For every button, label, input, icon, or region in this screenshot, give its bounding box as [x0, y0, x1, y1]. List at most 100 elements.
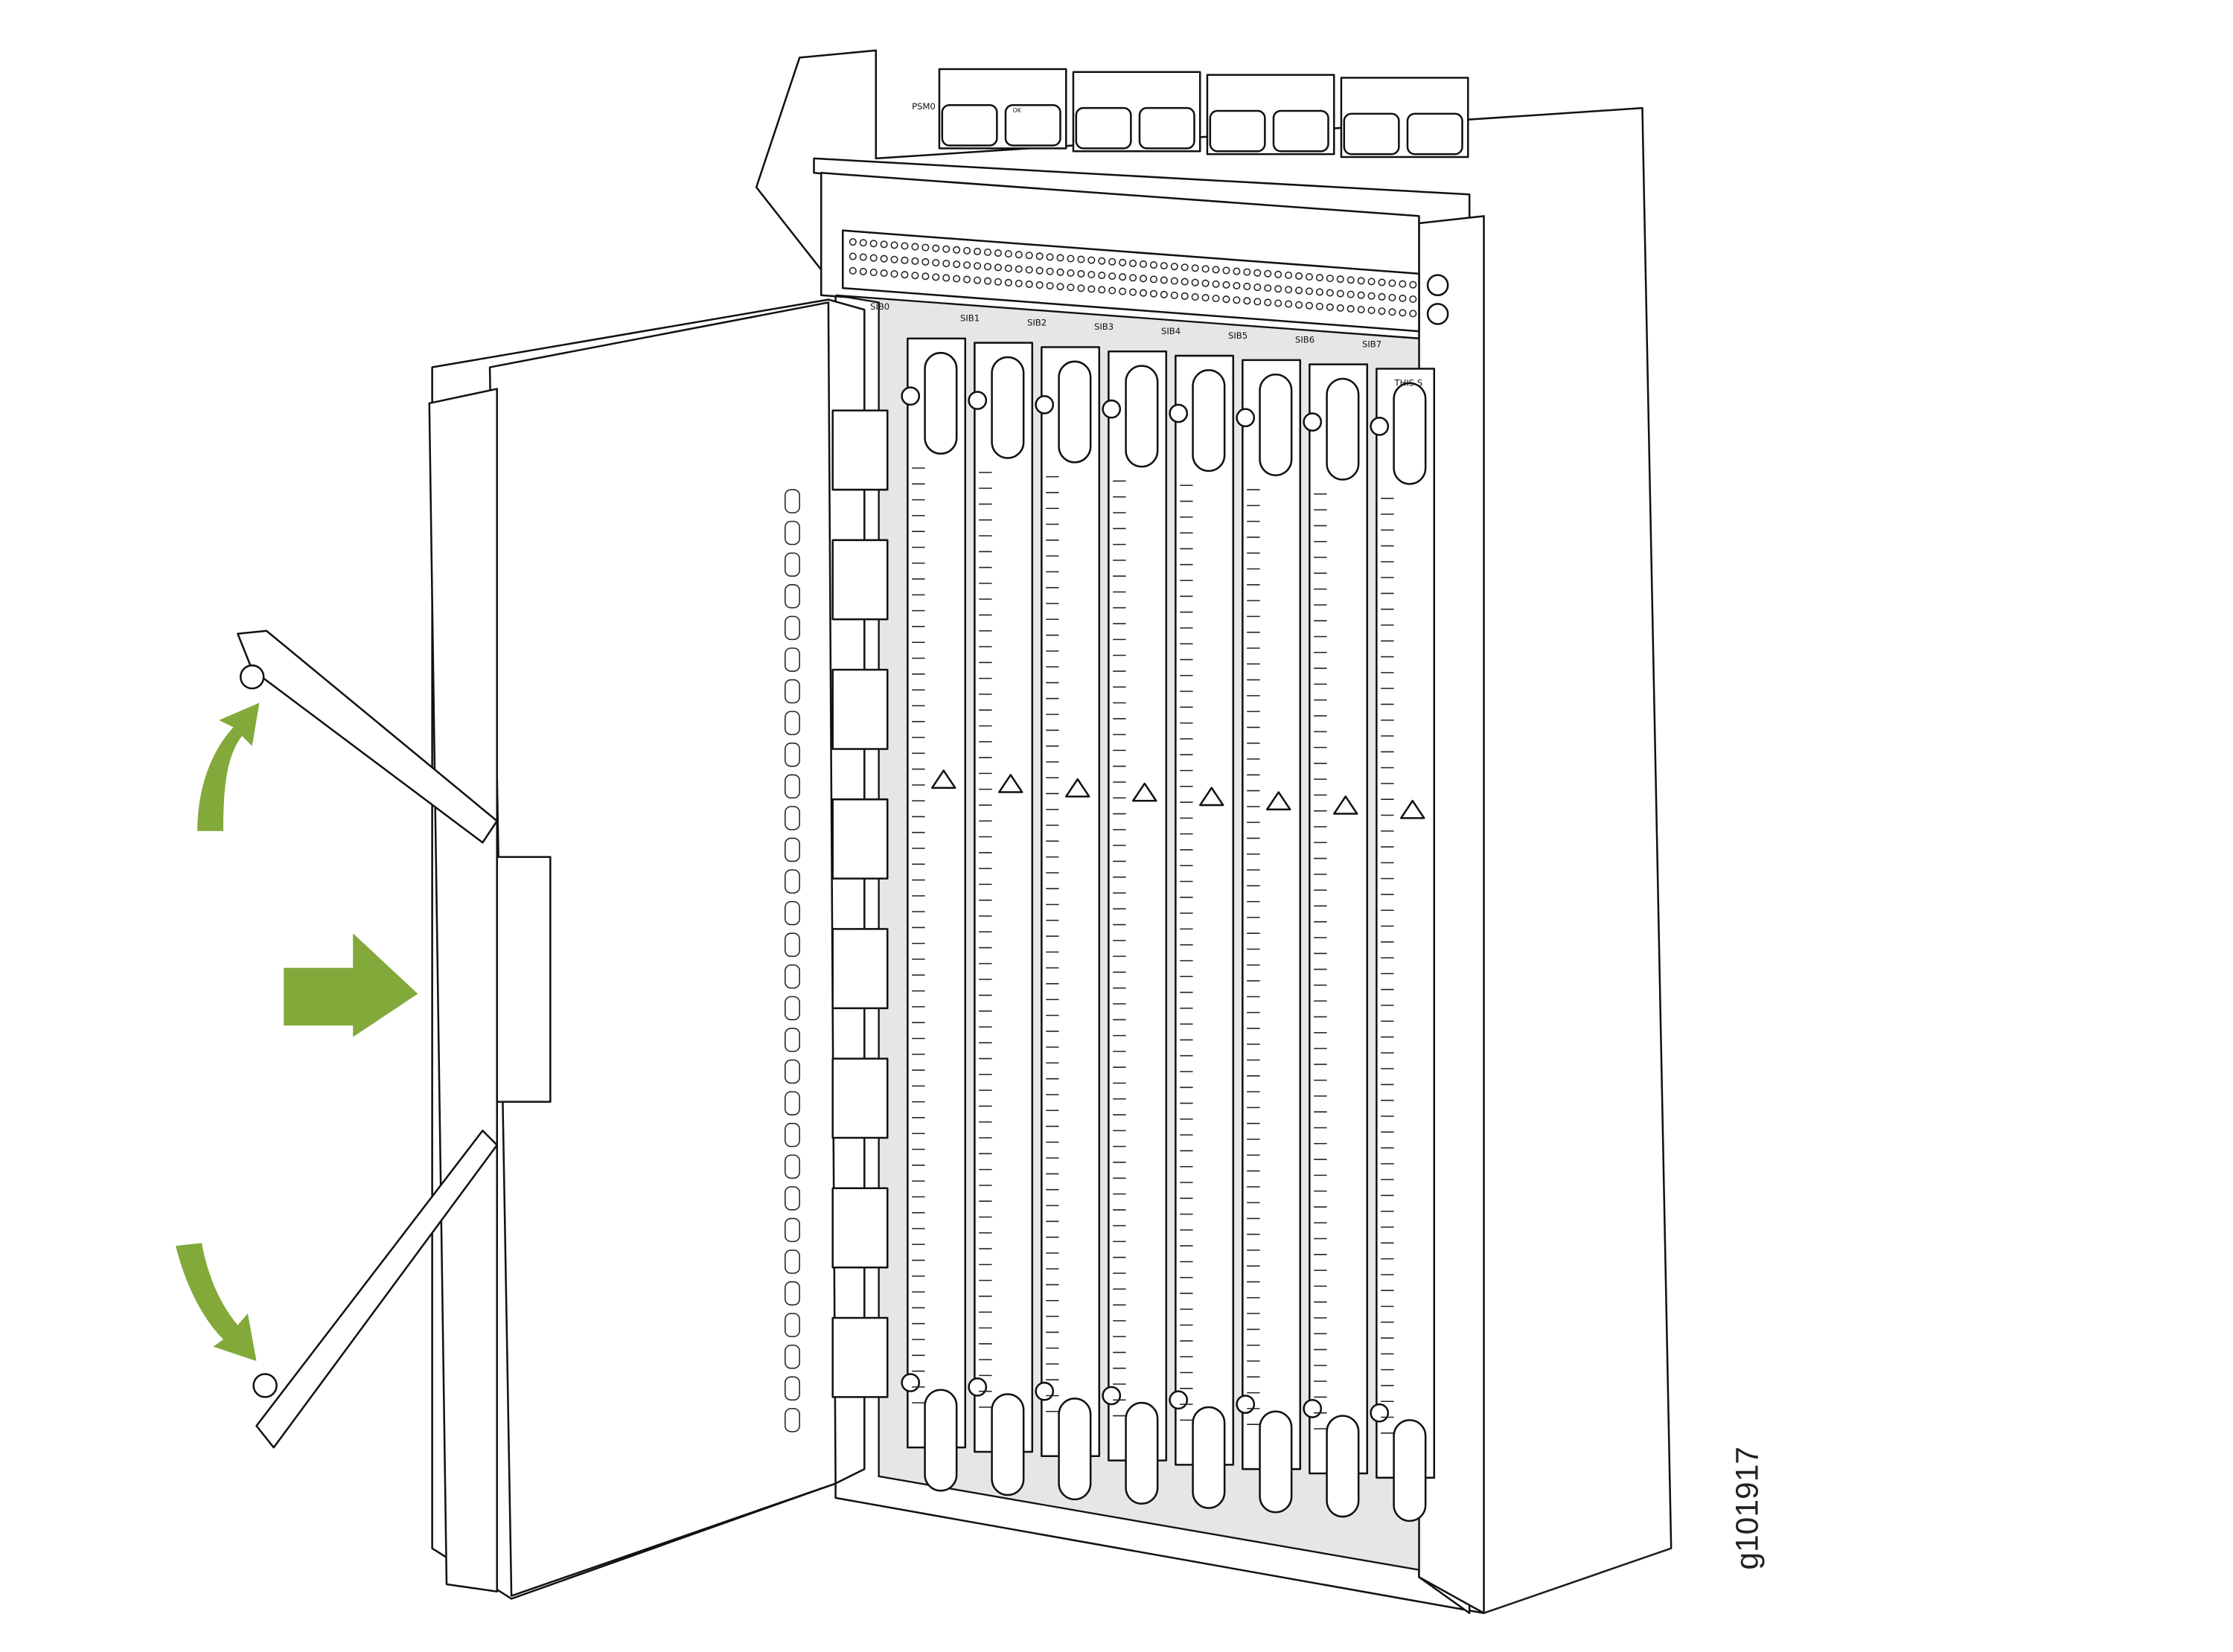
vent-hole — [1056, 283, 1064, 291]
captive-screw-icon[interactable] — [1236, 408, 1256, 428]
card-vent-slot — [785, 1028, 800, 1052]
captive-screw-icon[interactable] — [968, 391, 988, 410]
card-vent-slot — [785, 742, 800, 767]
vent-hole — [911, 257, 919, 265]
power-inlet-icon — [1272, 109, 1329, 153]
vent-hole — [1191, 264, 1199, 272]
sib-slot-card — [1175, 354, 1235, 1466]
vent-hole — [953, 246, 961, 254]
card-vent-slot — [785, 806, 800, 830]
sib-slot-label: SIB0 — [870, 301, 889, 312]
card-vent-slot — [785, 1376, 800, 1401]
captive-screw-icon[interactable] — [1303, 412, 1323, 432]
vent-hole — [1346, 276, 1355, 284]
vent-hole — [1294, 286, 1303, 295]
ejector-handle[interactable] — [1259, 1410, 1293, 1514]
vent-hole — [901, 256, 909, 264]
captive-screw-icon[interactable] — [1236, 1395, 1256, 1414]
ejector-handle[interactable] — [1393, 382, 1427, 485]
warning-triangle-icon — [1132, 782, 1157, 802]
vent-hole — [1119, 273, 1127, 281]
vent-hole — [994, 278, 1002, 286]
vent-hole — [1315, 302, 1323, 310]
card-vent-slot — [785, 996, 800, 1021]
vent-hole — [869, 268, 878, 277]
vent-hole — [953, 260, 961, 269]
vent-hole — [921, 243, 930, 252]
captive-screw-icon[interactable] — [1370, 1403, 1390, 1423]
sib-slot-label: SIB7 — [1362, 339, 1381, 349]
vent-hole — [1149, 275, 1157, 284]
sib-slot-card — [1376, 368, 1436, 1479]
captive-screw-icon[interactable] — [252, 1373, 278, 1398]
ejector-handle[interactable] — [924, 351, 958, 455]
vent-hole — [1253, 269, 1262, 277]
ejector-handle[interactable] — [1393, 1419, 1427, 1523]
vent-hole — [1025, 266, 1033, 274]
vent-hole — [1160, 262, 1168, 270]
captive-screw-icon[interactable] — [1370, 417, 1390, 436]
lower-ejector-lever[interactable] — [255, 1130, 498, 1449]
captive-screw-icon[interactable] — [901, 1373, 921, 1392]
ejector-handle[interactable] — [924, 1389, 958, 1492]
captive-screw-icon[interactable] — [1035, 1381, 1055, 1401]
vent-hole — [942, 274, 951, 282]
card-vent-slot — [785, 615, 800, 641]
vent-hole — [1046, 267, 1054, 275]
ejector-handle[interactable] — [1192, 1406, 1226, 1509]
vent-hole — [1139, 260, 1148, 268]
captive-screw-icon[interactable] — [1303, 1399, 1323, 1418]
ejector-handle[interactable] — [1058, 360, 1092, 464]
card-vents — [785, 489, 800, 1432]
vent-hole — [1253, 284, 1262, 292]
warning-triangle-icon — [931, 769, 956, 789]
captive-screw-icon[interactable] — [1102, 1386, 1122, 1406]
vent-hole — [1305, 301, 1313, 310]
vent-hole — [1294, 301, 1303, 309]
ejector-handle[interactable] — [1192, 369, 1226, 473]
vent-hole — [974, 262, 982, 270]
vent-hole — [880, 240, 888, 249]
sib-handle[interactable] — [496, 856, 552, 1103]
captive-screw-icon[interactable] — [968, 1377, 988, 1397]
backplane-connector — [831, 409, 889, 491]
ejector-handle[interactable] — [1326, 377, 1360, 481]
sib-slot-card — [1242, 359, 1302, 1470]
vent-hole — [1181, 263, 1189, 272]
ejector-handle[interactable] — [1058, 1398, 1092, 1501]
floor-line — [1483, 1547, 1672, 1614]
card-vent-slot — [785, 489, 800, 513]
ejector-handle[interactable] — [1326, 1415, 1360, 1518]
ejector-handle[interactable] — [1259, 373, 1293, 476]
card-vent-slot — [785, 1186, 800, 1211]
vent-hole — [974, 247, 982, 255]
captive-screw-icon[interactable] — [1169, 1390, 1189, 1410]
card-vent-slot — [785, 900, 800, 926]
captive-screw-icon[interactable] — [239, 664, 265, 690]
vent-hole — [890, 270, 898, 278]
vent-hole — [963, 246, 971, 254]
vent-hole — [1015, 251, 1023, 259]
vent-hole — [1160, 276, 1168, 284]
ground-screw-icon — [1426, 303, 1449, 325]
warning-triangle-icon — [1199, 787, 1224, 807]
ejector-handle[interactable] — [1125, 365, 1159, 468]
vent-hole — [1191, 278, 1199, 286]
card-vent-slot — [785, 1281, 800, 1306]
captive-screw-icon[interactable] — [1169, 403, 1189, 423]
vent-hole — [994, 263, 1002, 272]
power-inlet-icon — [1138, 106, 1195, 150]
ejector-handle[interactable] — [1125, 1401, 1159, 1505]
captive-screw-icon[interactable] — [1035, 395, 1055, 414]
vent-hole — [1139, 289, 1148, 297]
upper-ejector-lever[interactable] — [237, 630, 498, 844]
ejector-handle[interactable] — [991, 1393, 1025, 1496]
vent-hole — [932, 273, 940, 281]
ground-screw-icon — [1426, 274, 1449, 297]
captive-screw-icon[interactable] — [901, 386, 921, 406]
captive-screw-icon[interactable] — [1102, 399, 1122, 419]
vent-hole — [880, 254, 888, 263]
ejector-handle[interactable] — [991, 356, 1025, 459]
card-vent-slot — [785, 1154, 800, 1179]
vent-hole — [1326, 275, 1334, 283]
